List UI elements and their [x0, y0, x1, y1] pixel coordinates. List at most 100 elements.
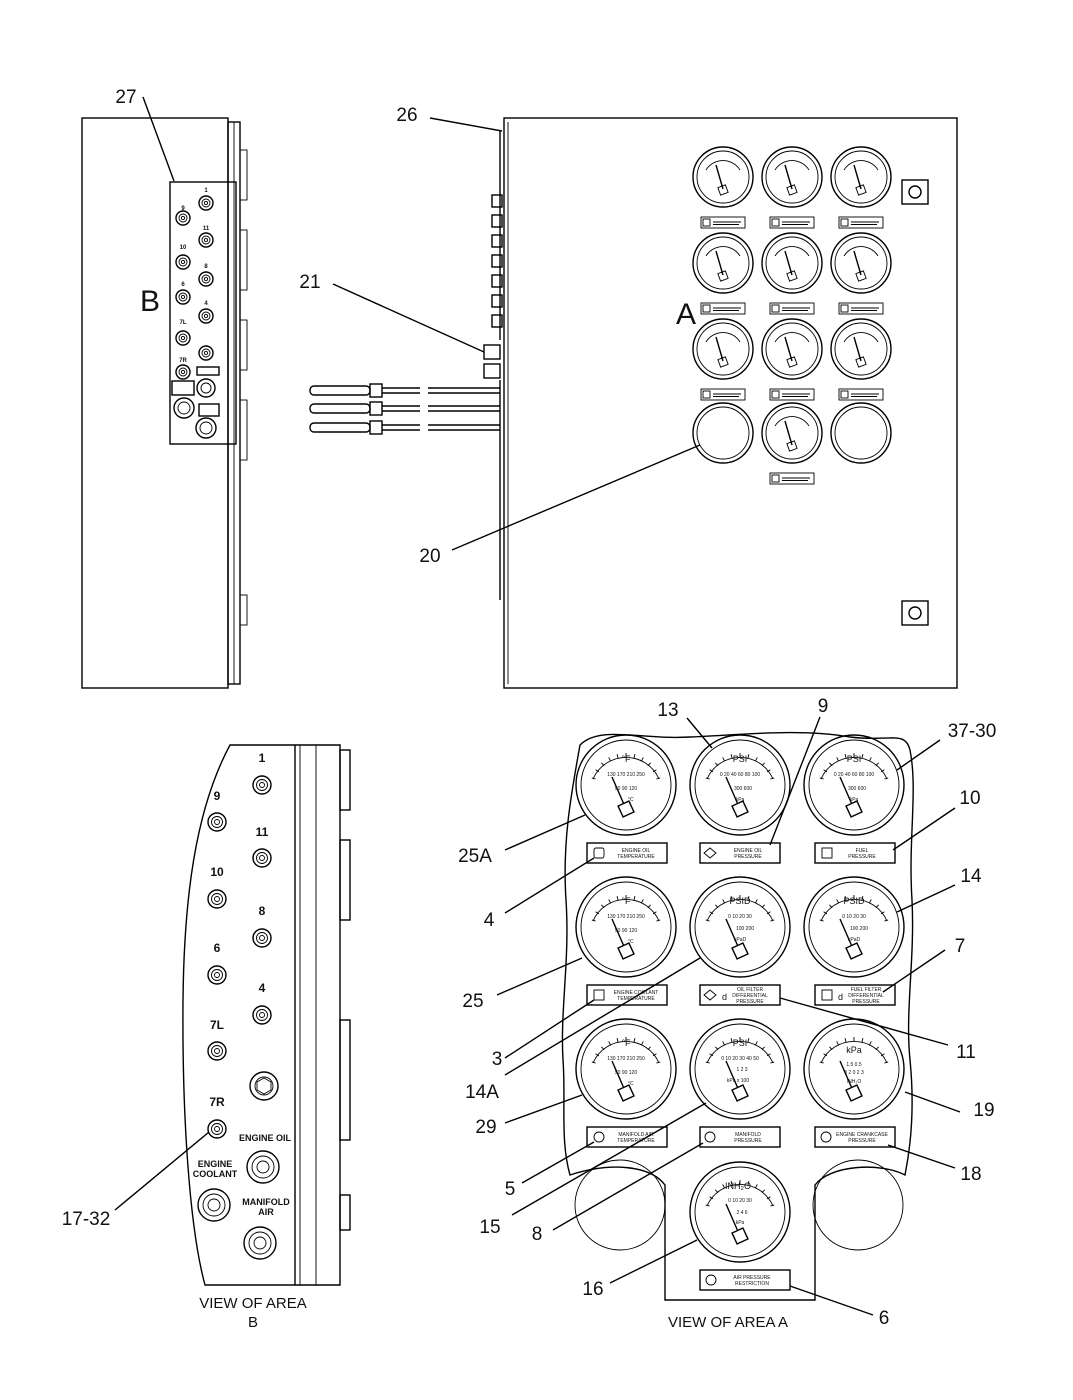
plate-fuel-press-2: PRESSURE	[848, 854, 876, 860]
callout-4: 4	[484, 910, 495, 931]
g2-ticks: 0 20 40 60 80 100	[720, 772, 761, 778]
g5-ticks: 0 10 20 30	[728, 914, 752, 920]
port-label-manifold-air-1: MANIFOLD	[242, 1197, 290, 1207]
oil-filter-icon	[703, 989, 717, 1001]
g7-ticks: 130 170 210 250	[607, 1056, 645, 1062]
top-callouts	[142, 96, 701, 551]
callout-15: 15	[479, 1217, 500, 1238]
plate-manifold-temp-2: TEMPERATURE	[617, 1138, 655, 1144]
plate-oil-filter-2: DIFFERENTIAL	[732, 993, 768, 999]
svg-text:11: 11	[203, 226, 210, 232]
port-label-7L: 7L	[210, 1018, 224, 1032]
area-a-leaders	[496, 716, 961, 1316]
fuel-filter-icon	[821, 989, 833, 1001]
callout-3: 3	[492, 1049, 503, 1070]
fuel-icon	[821, 847, 833, 859]
callout-25A: 25A	[458, 846, 492, 867]
g2-unit: PSI	[733, 754, 748, 764]
g10-kunit: kPa	[736, 1220, 745, 1226]
pressure-icon	[703, 847, 717, 859]
gauge-oil-filter-differential	[689, 876, 791, 978]
g1-cticks: 50 90 120	[615, 786, 637, 792]
g6-kticks: 100 200	[850, 926, 868, 932]
port-label-8: 8	[259, 904, 266, 918]
g4-ticks: 130 170 210 250	[607, 914, 645, 920]
svg-text:7R: 7R	[179, 358, 187, 364]
svg-text:4: 4	[204, 301, 208, 307]
callout-11: 11	[956, 1042, 976, 1063]
g3-unit: PSI	[847, 754, 862, 764]
svg-text:6: 6	[181, 282, 185, 288]
callout-29: 29	[475, 1117, 496, 1138]
callout-17-32: 17-32	[62, 1209, 111, 1230]
temperature-probes	[309, 383, 500, 435]
callout-9: 9	[818, 696, 829, 717]
g2-kunit: kPa	[736, 797, 745, 803]
gauge-manifold-air-temperature	[575, 1018, 677, 1120]
plate-air-restr-2: RESTRICTION	[735, 1281, 769, 1287]
label-plates	[586, 842, 896, 1291]
callout-21: 21	[299, 272, 320, 293]
callout-19: 19	[973, 1100, 994, 1121]
gauge-manifold-pressure	[689, 1018, 791, 1120]
g8-ticks: 0 10 20 30 40 50	[721, 1056, 759, 1062]
caption-view-b-line2: B	[248, 1314, 258, 1331]
port-label-1: 1	[259, 751, 266, 765]
gauge-engine-coolant-temperature	[575, 876, 677, 978]
g10-kticks: 2 4 6	[736, 1210, 747, 1216]
plate-oil-filter-1: OIL FILTER	[737, 987, 764, 993]
plate-air-restr-1: AIR PRESSURE	[733, 1275, 771, 1281]
plate-coolant-temp-2: TEMPERATURE	[617, 996, 655, 1002]
area-b-bulkhead	[169, 181, 237, 445]
callout-8: 8	[532, 1224, 543, 1245]
port-label-10: 10	[210, 865, 224, 879]
plate-manifold-temp-1: MANIFOLD AIR	[618, 1132, 654, 1138]
side-view-enclosure: 1 9 11 10 8 6 4 7L 7R	[81, 117, 248, 689]
g1-unit: °F	[621, 754, 631, 764]
g1-ticks: 130 170 210 250	[607, 772, 645, 778]
caption-view-a: VIEW OF AREA A	[668, 1314, 788, 1331]
area-a-detail	[561, 731, 914, 1301]
svg-text:10: 10	[180, 245, 187, 251]
g7-cticks: 50 90 120	[615, 1070, 637, 1076]
gauge-grid	[575, 734, 905, 1263]
plate-oil-filter-d: d	[722, 992, 727, 1002]
g6-kunit: kPaD	[848, 937, 861, 943]
g5-kticks: 100 200	[736, 926, 754, 932]
callout-5: 5	[505, 1179, 516, 1200]
g1-cunit: °C	[628, 797, 634, 803]
g9-unit: kPa	[846, 1045, 862, 1055]
plate-fuel-press-1: FUEL	[856, 848, 869, 854]
gauge-crankcase-pressure	[803, 1018, 905, 1120]
svg-text:8: 8	[204, 264, 208, 270]
area-b-detail	[182, 744, 351, 1286]
port-label-9: 9	[214, 789, 221, 803]
callout-14: 14	[960, 866, 982, 887]
port-label-engine-coolant-2: COOLANT	[193, 1169, 238, 1179]
callout-10: 10	[959, 788, 980, 809]
gauge-air-restriction	[689, 1161, 791, 1263]
plate-eng-oil-press-1: ENGINE OIL	[734, 848, 763, 854]
callout-26: 26	[396, 105, 417, 126]
front-view-enclosure	[309, 117, 958, 689]
g10-ticks: 0 10 20 30	[728, 1198, 752, 1204]
air-filter-icon	[705, 1274, 717, 1286]
plate-manifold-press-2: PRESSURE	[734, 1138, 762, 1144]
port-label-4: 4	[259, 981, 266, 995]
plate-eng-oil-temp-2: TEMPERATURE	[617, 854, 655, 860]
port-label-6: 6	[214, 941, 221, 955]
port-label-7R: 7R	[209, 1095, 225, 1109]
caption-view-b-line1: VIEW OF AREA	[199, 1295, 307, 1312]
g3-kunit: kPa	[850, 797, 859, 803]
g5-unit: PSID	[729, 896, 751, 906]
plate-oil-filter-3: PRESSURE	[736, 999, 764, 1005]
g8-kticks: 1 2 3	[736, 1067, 747, 1073]
g6-ticks: 0 10 20 30	[842, 914, 866, 920]
gauge-fuel-filter-differential	[803, 876, 905, 978]
callout-7: 7	[955, 936, 966, 957]
gauge-fuel-pressure	[803, 734, 905, 836]
g7-unit: °F	[621, 1038, 631, 1048]
gauge-engine-oil-temperature	[575, 734, 677, 836]
plate-fuel-filter-1: FUEL FILTER	[851, 987, 882, 993]
